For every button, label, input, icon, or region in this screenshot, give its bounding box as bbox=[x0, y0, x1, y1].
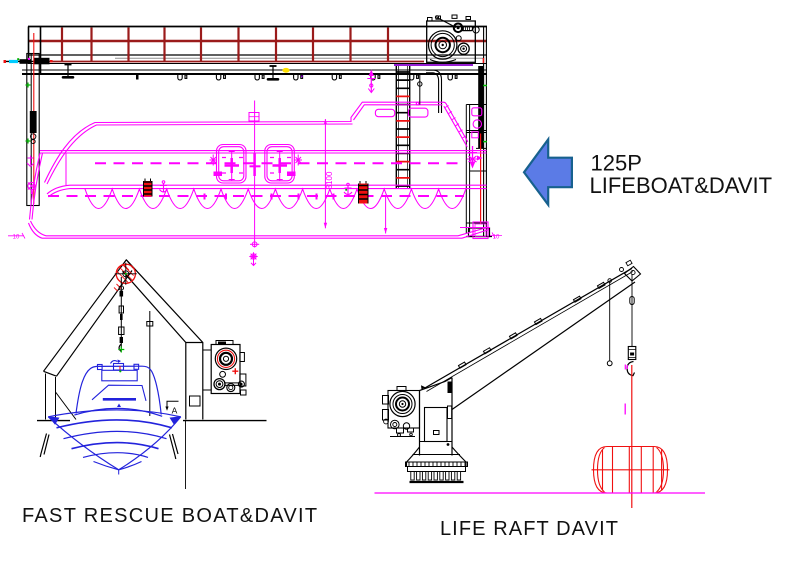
dim-bow-label: 10 bbox=[13, 235, 20, 241]
arm-fall-bar bbox=[478, 66, 484, 148]
gantry-truss bbox=[27, 25, 487, 75]
boom-cleats bbox=[457, 281, 606, 369]
pedestal-teeth bbox=[410, 471, 462, 481]
fall-tackle bbox=[118, 277, 125, 353]
hoist-winch bbox=[394, 14, 480, 66]
panel-dots bbox=[429, 414, 444, 422]
green-markers-left bbox=[25, 82, 31, 144]
crane-boom bbox=[421, 259, 642, 410]
life-raft-figure: LIFE RAFT DAVIT bbox=[374, 259, 705, 540]
dim-height: 3100 bbox=[323, 119, 334, 229]
rescue-boat-hull bbox=[47, 359, 182, 475]
callout-line1: 125P bbox=[591, 151, 642, 176]
aft-stair-ticks bbox=[444, 105, 467, 139]
rescue-caption: FAST RESCUE BOAT&DAVIT bbox=[22, 505, 318, 527]
life-raft bbox=[591, 445, 670, 494]
wheel-symbol bbox=[249, 252, 258, 267]
dim-stern-label: 10 bbox=[493, 235, 500, 241]
liferaft-caption: LIFE RAFT DAVIT bbox=[440, 518, 619, 540]
a-frame bbox=[43, 258, 204, 420]
anchor-symbol-1 bbox=[159, 180, 168, 193]
hatch-handle bbox=[209, 154, 217, 166]
section-marker: A bbox=[165, 400, 179, 416]
green-markers-right bbox=[483, 84, 487, 143]
direction-arrow bbox=[522, 135, 574, 209]
lifeboat-profile: 3100 10 10 bbox=[8, 69, 502, 248]
deck-barrel-2 bbox=[358, 181, 369, 204]
fender-scallops bbox=[84, 187, 467, 209]
hoist-hook-symbol bbox=[367, 69, 376, 94]
left-end-device bbox=[3, 57, 53, 65]
right-davit-arm bbox=[465, 27, 492, 238]
davit-head-block bbox=[33, 57, 50, 65]
hatch-left bbox=[209, 143, 247, 184]
rescue-winch bbox=[202, 340, 247, 396]
yellow-marker bbox=[282, 67, 290, 73]
section-marker-label: A bbox=[172, 406, 178, 416]
beam-cleats bbox=[61, 63, 280, 81]
arm-slide-block bbox=[29, 111, 37, 133]
rescue-boat-figure: A FAST RESCUE BOAT&DAVIT bbox=[22, 252, 318, 527]
boat-chocks bbox=[39, 433, 179, 460]
hatch-right bbox=[264, 143, 302, 184]
callout: 125P LIFEBOAT&DAVIT bbox=[522, 135, 773, 209]
lifeboat-davit-figure: 3100 10 10 bbox=[3, 14, 773, 248]
deck-barrel-1 bbox=[143, 178, 153, 197]
crane-pedestal bbox=[405, 376, 468, 484]
raft-winch bbox=[382, 386, 421, 437]
boarding-ladder bbox=[395, 66, 411, 189]
gripe-rod bbox=[417, 75, 423, 105]
dim-height-label: 3100 bbox=[325, 171, 334, 189]
callout-line2: LIFEBOAT&DAVIT bbox=[590, 173, 773, 198]
falls bbox=[606, 274, 637, 377]
beam-elbow bbox=[426, 69, 443, 113]
purple-dot bbox=[301, 75, 303, 78]
hatch-handle bbox=[294, 154, 302, 166]
anchor-symbol-2 bbox=[343, 182, 353, 196]
apex-pulley bbox=[113, 262, 137, 353]
beam-hooks bbox=[177, 74, 458, 81]
